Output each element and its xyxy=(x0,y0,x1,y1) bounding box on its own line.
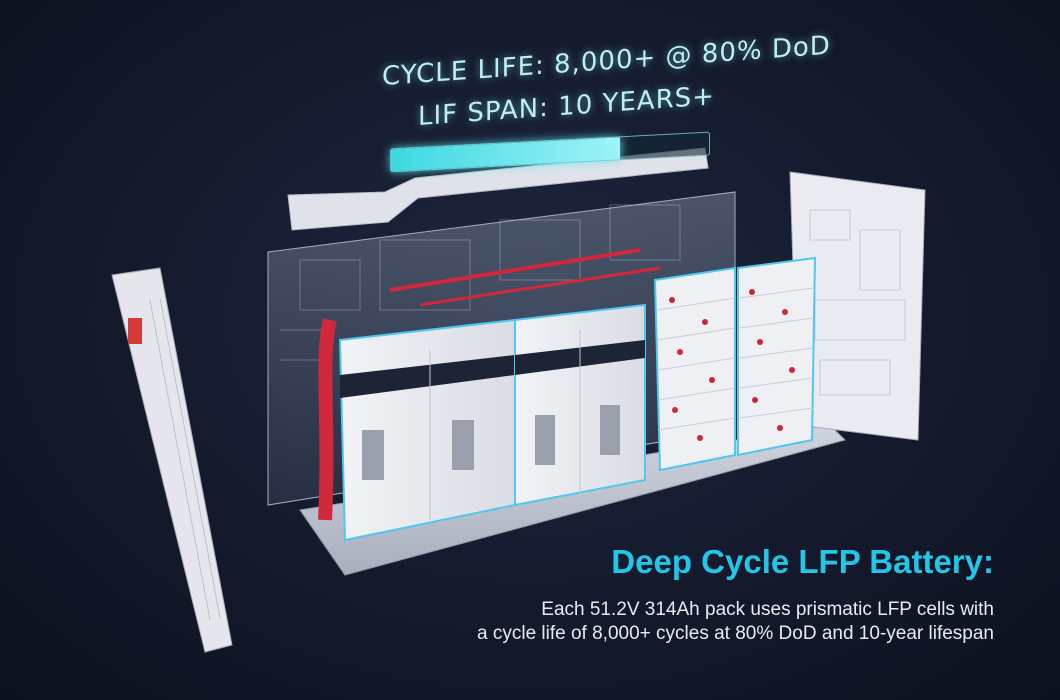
left-door xyxy=(111,267,233,653)
pcs-cabinet-right xyxy=(514,303,646,507)
battery-rack-right xyxy=(737,256,817,457)
pcs-cabinet-left xyxy=(338,318,516,542)
caption-line-2: a cycle life of 8,000+ cycles at 80% DoD… xyxy=(477,623,994,644)
battery-rack-left xyxy=(653,266,736,472)
red-cable xyxy=(318,318,337,521)
caption-description: Each 51.2V 314Ah pack uses prismatic LFP… xyxy=(477,598,994,646)
door-label xyxy=(128,318,142,344)
container-floor xyxy=(299,424,846,576)
caption-headline: Deep Cycle LFP Battery: xyxy=(611,543,994,580)
container-lid xyxy=(287,147,709,231)
caption-line-1: Each 51.2V 314Ah pack uses prismatic LFP… xyxy=(541,599,994,620)
